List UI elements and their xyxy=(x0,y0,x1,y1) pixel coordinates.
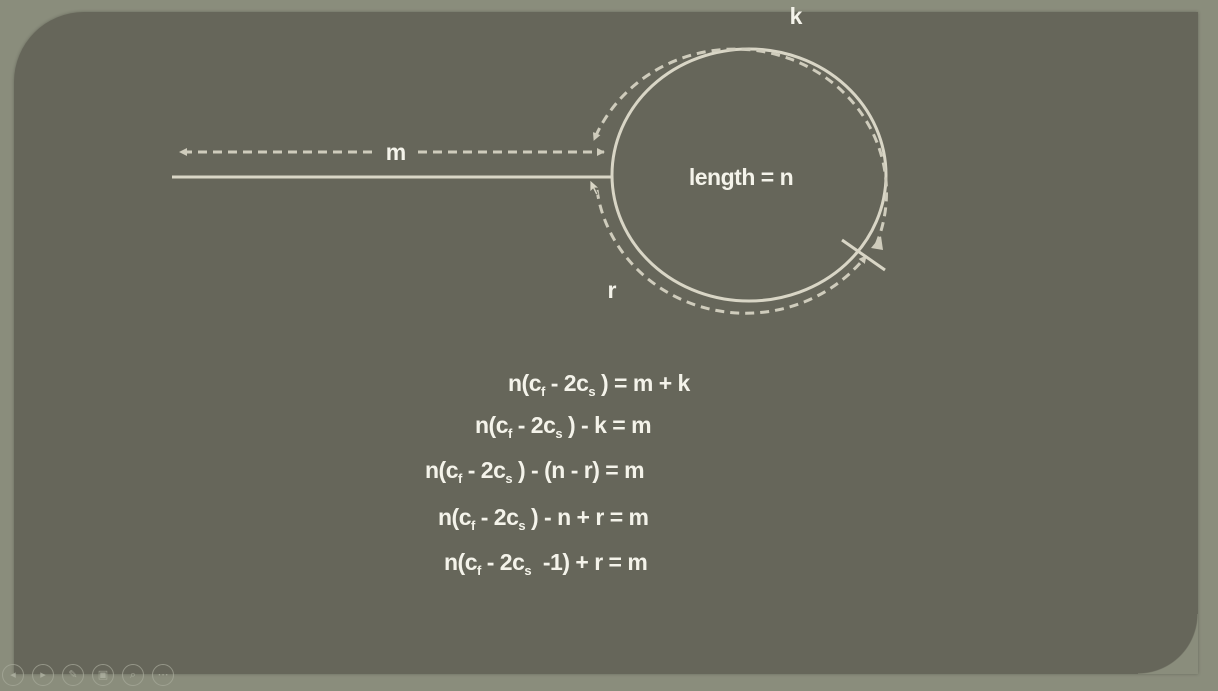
slides-icon[interactable]: ▣ xyxy=(92,664,114,686)
more-icon[interactable]: ⋯ xyxy=(152,664,174,686)
player-controls: ◂ ▸ ✎ ▣ ⌕ ⋯ xyxy=(0,664,174,686)
k-dashed-arc xyxy=(592,47,888,246)
k-arrow-end xyxy=(871,236,883,250)
slide-corner xyxy=(1138,614,1198,674)
cycle-length-label: length = n xyxy=(689,164,793,190)
zoom-icon[interactable]: ⌕ xyxy=(122,664,144,686)
m-label: m xyxy=(386,139,406,165)
play-icon[interactable]: ▸ xyxy=(32,664,54,686)
r-dashed-arc xyxy=(595,189,868,315)
pen-icon[interactable]: ✎ xyxy=(62,664,84,686)
slide xyxy=(14,12,1198,674)
cursor-icon xyxy=(589,179,601,196)
previous-icon[interactable]: ◂ xyxy=(2,664,24,686)
k-label: k xyxy=(790,3,803,29)
meeting-point-tick xyxy=(841,238,886,272)
r-label: r xyxy=(608,277,617,303)
